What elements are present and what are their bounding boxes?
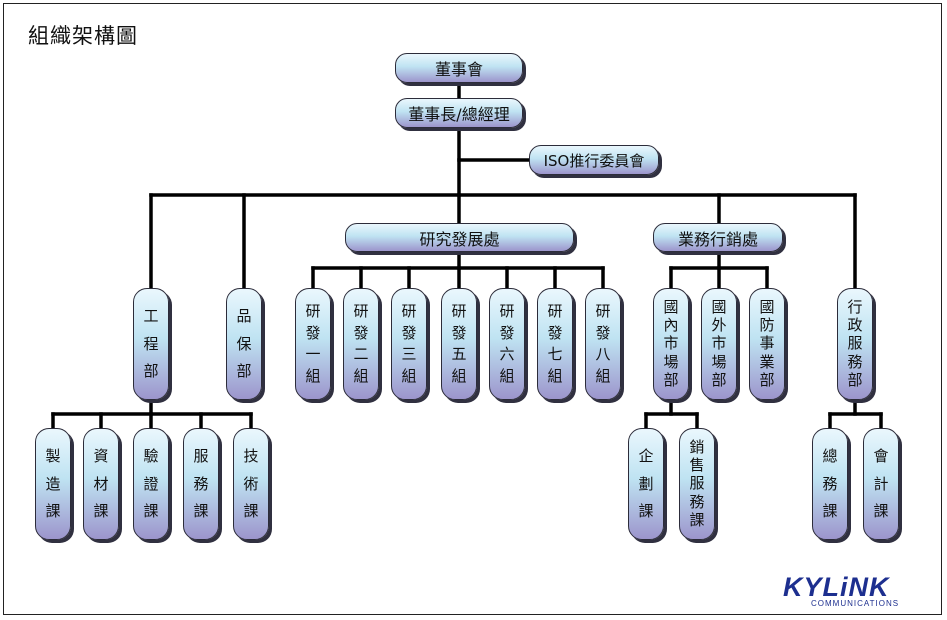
node-board: 董事會 bbox=[395, 53, 523, 83]
node-engineering: 工程部 bbox=[133, 288, 169, 400]
node-section-general-affairs: 總務課 bbox=[812, 428, 848, 540]
logo-tagline: COMMUNICATIONS bbox=[811, 599, 900, 608]
connector-sales-drops bbox=[669, 266, 769, 290]
connector-admin-drops bbox=[828, 412, 883, 430]
connector-domestic-drops bbox=[644, 412, 699, 430]
node-sales-office: 業務行銷處 bbox=[653, 223, 783, 252]
node-section-technology: 技術課 bbox=[233, 428, 269, 540]
node-section-manufacturing: 製造課 bbox=[35, 428, 71, 540]
chart-title: 組織架構圖 bbox=[28, 24, 138, 48]
node-chairman: 董事長/總經理 bbox=[395, 98, 523, 128]
node-section-verification: 驗證課 bbox=[133, 428, 169, 540]
connector-rnd-drops bbox=[311, 266, 605, 290]
node-section-materials: 資材課 bbox=[83, 428, 119, 540]
node-foreign-market: 國外市場部 bbox=[701, 288, 737, 400]
node-rnd-group-2: 研發二組 bbox=[343, 288, 379, 400]
node-section-sales-service: 銷售服務課 bbox=[679, 428, 715, 540]
node-rnd-group-3: 研發三組 bbox=[391, 288, 427, 400]
connector-eng-drops bbox=[51, 412, 253, 430]
logo-brand: KYLiNK bbox=[783, 572, 890, 602]
node-rnd-group-1: 研發一組 bbox=[295, 288, 331, 400]
kylink-logo: KYLiNK COMMUNICATIONS bbox=[783, 572, 933, 608]
node-rnd-group-7: 研發七組 bbox=[537, 288, 573, 400]
node-qa: 品保部 bbox=[226, 288, 262, 400]
node-rnd-group-6: 研發六組 bbox=[489, 288, 525, 400]
node-rnd-group-8: 研發八組 bbox=[585, 288, 621, 400]
node-domestic-market: 國內市場部 bbox=[653, 288, 689, 400]
node-rnd-office: 研究發展處 bbox=[345, 223, 574, 252]
node-section-service: 服務課 bbox=[183, 428, 219, 540]
node-section-planning: 企劃課 bbox=[628, 428, 664, 540]
node-rnd-group-5: 研發五組 bbox=[441, 288, 477, 400]
node-section-accounting: 會計課 bbox=[863, 428, 899, 540]
diagram-frame bbox=[3, 3, 942, 615]
node-admin: 行政服務部 bbox=[837, 288, 873, 400]
node-defense: 國防事業部 bbox=[749, 288, 785, 400]
node-iso-committee: ISO推行委員會 bbox=[529, 145, 659, 175]
